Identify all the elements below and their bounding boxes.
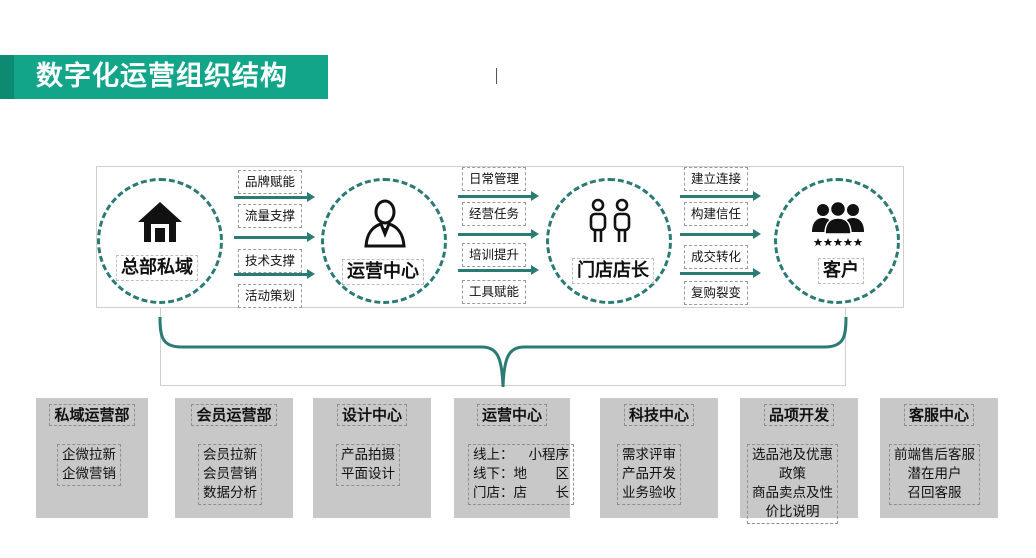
arrow-right-icon (680, 191, 761, 201)
dept-technology: 科技中心 需求评审 产品开发 业务验收 (600, 398, 718, 518)
dept-title: 运营中心 (454, 404, 570, 426)
arrow-right-icon (234, 232, 315, 242)
arrow-right-icon (458, 191, 539, 201)
step-daily-management: 日常管理 (462, 167, 527, 191)
dept-membership: 会员运营部 会员拉新 会员营销 数据分析 (175, 398, 293, 518)
dept-items: 前端售后客服 潜在用户 召回客服 (889, 444, 980, 505)
text-cursor (496, 68, 497, 84)
step-training: 培训提升 (462, 243, 527, 267)
dept-title: 设计中心 (313, 404, 431, 426)
dept-title: 客服中心 (880, 404, 998, 426)
flow-panel (96, 166, 904, 308)
step-build-connection: 建立连接 (684, 167, 749, 191)
node-circle-store (546, 178, 672, 304)
step-business-tasks: 经营任务 (462, 202, 527, 226)
node-label-store: 门店店长 (572, 258, 654, 284)
house-icon (138, 202, 182, 242)
node-label-ops: 运营中心 (342, 259, 424, 285)
page-title: 数字化运营组织结构 (36, 61, 288, 92)
step-repurchase: 复购裂变 (684, 281, 749, 305)
dept-items: 需求评审 产品开发 业务验收 (617, 444, 681, 505)
title-accent (0, 55, 14, 99)
dept-items: 会员拉新 会员营销 数据分析 (198, 444, 262, 505)
curly-brace (158, 316, 848, 388)
dept-items: 线上：小程序 线下：地区 门店：店长 (468, 444, 574, 505)
dept-private-domain: 私域运营部 企微拉新 企微营销 (36, 398, 148, 518)
step-build-trust: 构建信任 (684, 202, 749, 226)
step-tech-support: 技术支撑 (238, 249, 303, 273)
dept-items: 产品拍摄 平面设计 (336, 444, 400, 486)
step-tool-empower: 工具赋能 (462, 280, 527, 304)
dept-items: 选品池及优惠 政策 商品卖点及性 价比说明 (747, 444, 838, 524)
step-brand-empower: 品牌赋能 (238, 170, 303, 194)
arrow-right-icon (234, 192, 315, 202)
dept-items: 企微拉新 企微营销 (57, 444, 121, 486)
step-traffic-support: 流量支撑 (238, 204, 303, 228)
arrow-right-icon (680, 229, 761, 239)
node-label-customer: 客户 (818, 258, 864, 284)
dept-title: 会员运营部 (175, 404, 293, 426)
title-bar (0, 55, 328, 99)
two-people-icon (589, 198, 631, 242)
dept-operations: 运营中心 线上：小程序 线下：地区 门店：店长 (454, 398, 574, 518)
node-label-hq: 总部私域 (116, 255, 198, 281)
arrow-right-icon (458, 265, 539, 275)
arrow-right-icon (234, 269, 315, 279)
dept-title: 品项开发 (740, 404, 858, 426)
person-icon (364, 199, 406, 248)
step-event-planning: 活动策划 (238, 284, 303, 308)
customers-icon (812, 200, 864, 246)
dept-customer-service: 客服中心 前端售后客服 潜在用户 召回客服 (880, 398, 998, 518)
dept-design: 设计中心 产品拍摄 平面设计 (313, 398, 431, 518)
node-circle-hq (97, 178, 223, 304)
arrow-right-icon (458, 229, 539, 239)
dept-title: 私域运营部 (36, 404, 148, 426)
node-circle-ops (321, 178, 447, 304)
dept-product-dev: 品项开发 选品池及优惠 政策 商品卖点及性 价比说明 (740, 398, 858, 524)
step-conversion: 成交转化 (684, 245, 749, 269)
arrow-right-icon (680, 268, 761, 278)
dept-title: 科技中心 (600, 404, 718, 426)
node-circle-customer (774, 178, 900, 304)
